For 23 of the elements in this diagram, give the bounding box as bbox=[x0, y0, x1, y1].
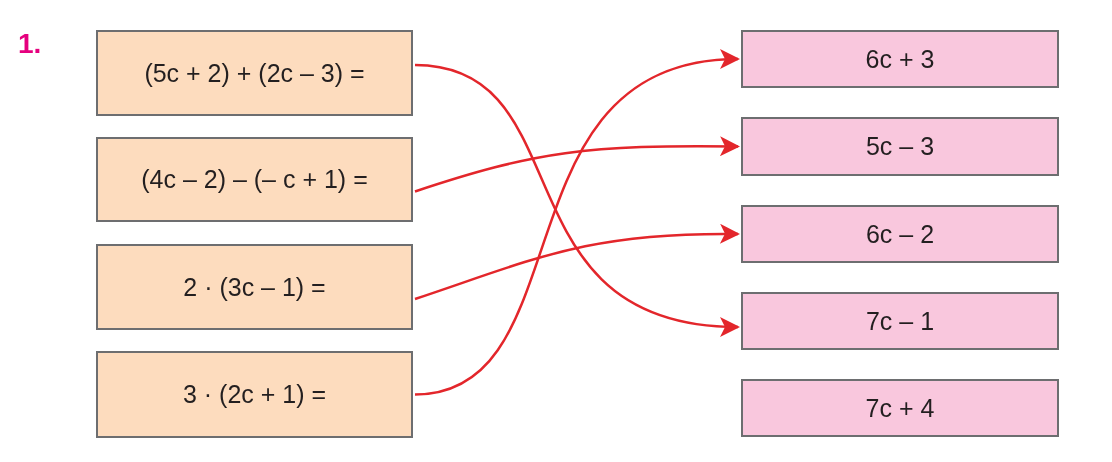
answer-text: 7c – 1 bbox=[865, 306, 935, 336]
answer-box bbox=[741, 379, 1059, 437]
answer-text: 6c + 3 bbox=[865, 44, 935, 74]
answer-box bbox=[741, 117, 1059, 176]
arrow bbox=[414, 136, 740, 193]
expression-text: 2 · (3c – 1) = bbox=[183, 272, 326, 302]
answer-box bbox=[741, 292, 1059, 350]
exercise-number: 1. bbox=[18, 28, 42, 60]
expression-box bbox=[96, 137, 413, 222]
answer-text: 5c – 3 bbox=[865, 132, 935, 161]
answer-box bbox=[741, 30, 1059, 88]
expression-text: (4c – 2) – (– c + 1) = bbox=[141, 165, 368, 194]
arrow bbox=[414, 63, 740, 336]
expression-text: (5c + 2) + (2c – 3) = bbox=[144, 58, 365, 88]
arrow bbox=[414, 51, 740, 396]
answer-text: 7c + 4 bbox=[865, 393, 935, 423]
answer-box bbox=[741, 205, 1059, 263]
expression-box bbox=[96, 351, 413, 438]
answer-text: 6c – 2 bbox=[865, 219, 935, 249]
expression-box bbox=[96, 30, 413, 116]
expression-box bbox=[96, 244, 413, 330]
arrow bbox=[414, 224, 740, 301]
expression-text: 3 · (2c + 1) = bbox=[182, 380, 327, 409]
